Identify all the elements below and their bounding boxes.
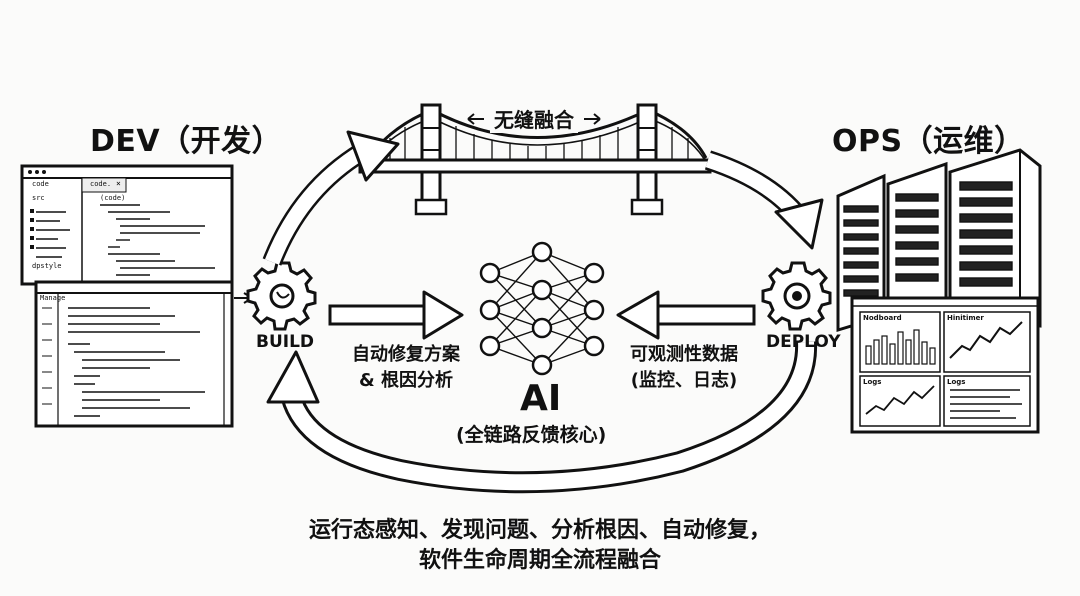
editor-code-header: (code) xyxy=(100,194,126,202)
deploy-gear-icon xyxy=(761,261,832,331)
dashboard-panel-title: Hinitimer xyxy=(947,314,984,322)
bottom-caption-line1: 运行态感知、发现问题、分析根因、自动修复， xyxy=(308,518,771,543)
ai-to-build-label-line1: 自动修复方案 xyxy=(352,344,460,365)
dev-editor-top xyxy=(20,164,234,286)
bottom-caption: 运行态感知、发现问题、分析根因、自动修复， 软件生命周期全流程融合 xyxy=(240,516,840,576)
bottom-caption-line2: 软件生命周期全流程融合 xyxy=(418,548,661,573)
ai-subtitle: (全链路反馈核心) xyxy=(456,424,607,446)
dashboard-panel-title: Logs xyxy=(947,378,966,386)
dev-editor-bottom xyxy=(34,280,234,428)
ai-title: AI xyxy=(520,378,562,419)
editor-sidebar-header: code xyxy=(32,180,49,188)
ops-title: OPS（运维） xyxy=(832,124,1025,159)
build-from-ai-arrow xyxy=(328,290,464,340)
dev-to-bridge-arrow xyxy=(262,130,400,266)
editor-tab-close-icon[interactable]: × xyxy=(116,179,121,188)
editor-sidebar-footer: dpstyle xyxy=(32,262,62,270)
ops-dashboard xyxy=(850,296,1040,434)
bridge-illustration xyxy=(358,103,712,216)
editor-bottom-tab-label[interactable]: Manage xyxy=(40,294,66,302)
build-gear-icon xyxy=(246,261,317,331)
bridge-label-arrows xyxy=(467,113,601,125)
ops-server-racks xyxy=(836,148,1042,333)
ai-to-build-label-line2: & 根因分析 xyxy=(359,370,453,391)
bridge-to-ops-arrow xyxy=(704,150,824,250)
dev-title: DEV（开发） xyxy=(90,124,283,159)
build-label: BUILD xyxy=(256,332,315,352)
editor-sidebar-subheader: src xyxy=(32,194,45,202)
ops-to-dev-feedback-arrow xyxy=(266,341,818,494)
dashboard-panel-title: Logs xyxy=(863,378,882,386)
ai-to-build-label: 自动修复方案 & 根因分析 xyxy=(340,342,472,394)
editor-tab-label[interactable]: code. xyxy=(90,180,112,188)
deploy-to-ai-label: 可观测性数据 (监控、日志) xyxy=(618,342,750,394)
dashboard-panel-title: Nodboard xyxy=(863,314,902,322)
bridge-label: 无缝融合 xyxy=(490,104,578,133)
deploy-to-ai-arrow xyxy=(616,290,756,340)
deploy-label: DEPLOY xyxy=(766,332,841,352)
ai-neural-network-icon xyxy=(479,241,605,376)
deploy-to-ai-label-line2: (监控、日志) xyxy=(630,370,738,391)
deploy-to-ai-label-line1: 可观测性数据 xyxy=(630,344,738,365)
